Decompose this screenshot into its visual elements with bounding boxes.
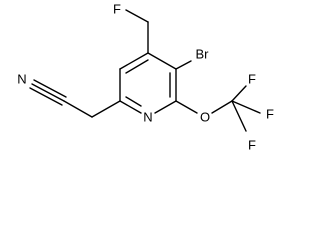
nitrile-n-label: N (17, 72, 26, 87)
bond-c5-c4-inner (125, 59, 149, 74)
cf3-f-top-label: F (248, 72, 256, 87)
bromine-label: Br (196, 47, 210, 62)
bond-triple-1 (31, 83, 65, 102)
trifluoromethoxy-group: O F F F (175, 72, 274, 153)
bond-cf3-f-top (231, 85, 247, 102)
bond-ch2-f (125, 9, 149, 23)
bond-c6-ch2 (91, 100, 121, 118)
cf3-f-right-label: F (266, 107, 274, 122)
bond-c3-br (175, 60, 192, 70)
bond-o-cf3 (211, 100, 233, 114)
bond-triple-2 (33, 79, 67, 98)
ether-o-label: O (200, 110, 210, 125)
bond-cf3-f-right (231, 100, 261, 114)
bond-ch2-cn (63, 100, 93, 118)
bond-c2-o (175, 100, 198, 114)
ring-n-label: N (143, 110, 152, 125)
bond-triple-3 (29, 87, 63, 106)
bromo-group: Br (175, 47, 210, 70)
pyridine-ring (119, 52, 177, 114)
cf3-f-bottom-label: F (248, 138, 256, 153)
chemical-structure-diagram: F Br N N O F F F (17, 2, 274, 153)
cyanomethyl-group: N (17, 72, 121, 118)
fluoromethyl-f-label: F (113, 2, 121, 17)
bond-cf3-f-bottom (231, 100, 247, 132)
bond-n1-c6 (119, 100, 142, 114)
bond-n1-c6-inner (125, 96, 142, 107)
bond-c4-c3 (147, 52, 177, 70)
fluoromethyl-group: F (113, 2, 149, 54)
bond-c2-n1 (154, 100, 177, 114)
bond-c5-c4 (119, 52, 149, 70)
